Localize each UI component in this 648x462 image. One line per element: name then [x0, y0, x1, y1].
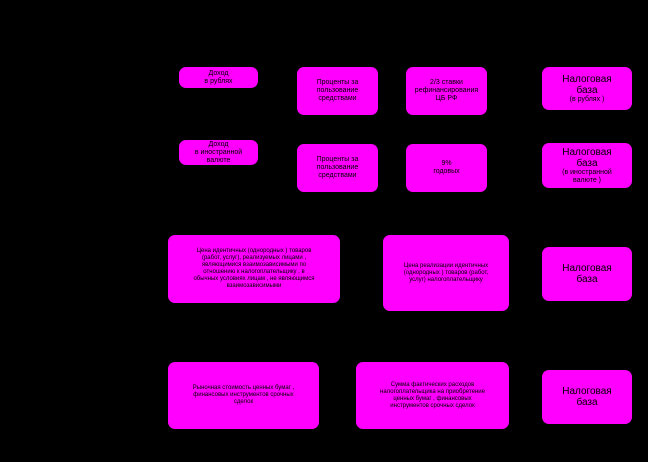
interest-foreign-line-1: Проценты за	[316, 156, 359, 163]
identical-price-line-1: Цена идентичных (однородных ) товаров	[196, 248, 312, 254]
rate-rub-line-1: 2/3 ставки	[430, 79, 463, 86]
income-foreign-line-3: валюте	[206, 156, 231, 164]
tax-base-foreign-box: Налоговая база (в иностранной валюте )	[542, 143, 632, 188]
tax-base-securities-title-2: база	[576, 397, 598, 408]
identical-price-line-4: отношению к налогоплательщику , в	[203, 269, 305, 275]
tax-base-rub-box: Налоговая база (в рублях )	[542, 67, 632, 110]
rate-foreign-line-2: годовых	[433, 168, 460, 175]
tax-base-securities-title-1: Налоговая	[562, 386, 612, 397]
income-rub-box: Доход в рублях	[179, 67, 258, 88]
actual-costs-line-2: налогоплательщика на приобретение	[380, 388, 485, 395]
tax-base-price-title-2: база	[576, 274, 598, 285]
rate-rub-line-2: рефинансирования	[414, 87, 479, 94]
market-value-box: Рыночная стоимость ценных бумаг , финанс…	[168, 362, 319, 429]
market-value-line-1: Рыночная стоимость ценных бумаг ,	[192, 385, 295, 391]
market-value-line-3: сделок	[233, 399, 254, 405]
tax-base-foreign-note-1: (в иностранной	[562, 168, 612, 176]
actual-costs-line-3: ценных бумаг , финансовых	[393, 395, 472, 402]
interest-rub-line-1: Проценты за	[316, 79, 359, 86]
identical-price-line-6: взаимозависимыми	[226, 283, 282, 289]
tax-base-price-box: Налоговая база	[542, 247, 632, 301]
actual-costs-box: Сумма фактических расходов налогоплатель…	[356, 362, 509, 429]
income-rub-line-2: в рублях	[204, 77, 233, 85]
tax-base-price-title-1: Налоговая	[562, 263, 612, 274]
interest-foreign-line-3: средствами	[318, 172, 357, 179]
income-rub-line-1: Доход	[208, 69, 229, 77]
interest-rub-box: Проценты за пользование средствами	[297, 67, 378, 115]
sale-price-line-2: (однородных ) товаров (работ,	[403, 269, 489, 276]
identical-price-line-3: являющимися взаимозависимыми по	[201, 262, 307, 268]
rate-foreign-box: 9% годовых	[406, 144, 487, 192]
tax-base-foreign-title-2: база	[576, 157, 598, 169]
income-foreign-box: Доход в иностранной валюте	[179, 140, 258, 165]
tax-base-rub-title-1: Налоговая	[562, 73, 612, 85]
identical-price-box: Цена идентичных (однородных ) товаров (р…	[168, 235, 340, 303]
sale-price-box: Цена реализации идентичных (однородных )…	[383, 235, 509, 311]
rate-foreign-line-1: 9%	[441, 160, 452, 167]
interest-rub-line-3: средствами	[318, 95, 357, 102]
interest-foreign-box: Проценты за пользование средствами	[297, 144, 378, 192]
interest-foreign-line-2: пользование	[316, 164, 359, 171]
tax-base-foreign-title-1: Налоговая	[562, 146, 612, 158]
rate-rub-line-3: ЦБ РФ	[435, 95, 458, 102]
actual-costs-line-1: Сумма фактических расходов	[390, 381, 475, 388]
tax-base-securities-box: Налоговая база	[542, 370, 632, 424]
interest-rub-line-2: пользование	[316, 87, 359, 94]
rate-rub-box: 2/3 ставки рефинансирования ЦБ РФ	[406, 67, 487, 115]
income-foreign-line-1: Доход	[208, 140, 229, 148]
identical-price-line-5: обычных условиях лицам , не являющимся	[193, 276, 315, 282]
tax-base-foreign-note-2: валюте )	[572, 176, 601, 184]
actual-costs-line-4: инструментов срочных сделок	[390, 402, 475, 409]
tax-base-rub-note: (в рублях )	[569, 95, 605, 103]
market-value-line-2: финансовых инструментов срочных	[193, 392, 294, 398]
sale-price-line-1: Цена реализации идентичных	[403, 262, 489, 269]
income-foreign-line-2: в иностранной	[194, 148, 243, 156]
identical-price-line-2: (работ, услуг), реализуемых лицами ,	[201, 255, 307, 261]
sale-price-line-3: услуг) налогоплательщику	[409, 276, 483, 283]
tax-base-rub-title-2: база	[576, 84, 598, 96]
